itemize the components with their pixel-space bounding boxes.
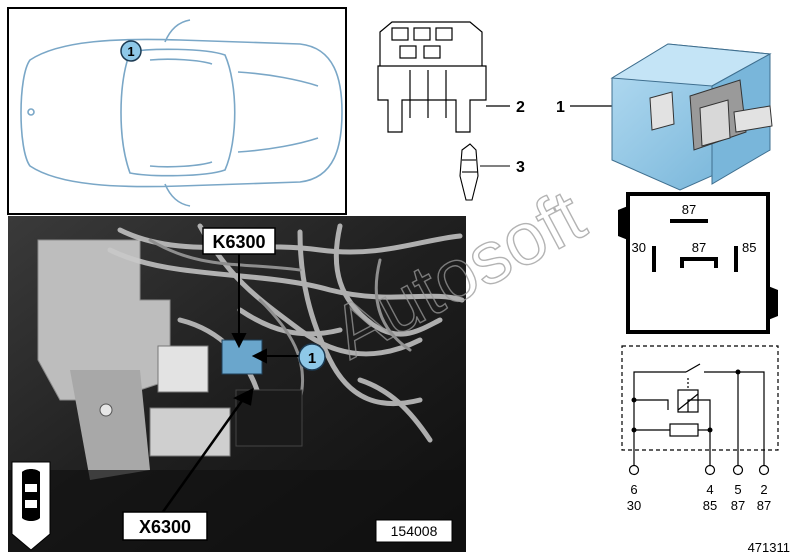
part-1-number: 1 xyxy=(556,99,565,116)
pin-layout-tab-left xyxy=(618,206,628,240)
pin-layout-tab-right xyxy=(768,286,778,320)
vehicle-orientation-icon xyxy=(11,461,51,551)
schematic-pin-number: 2 xyxy=(760,482,767,497)
car-location-view: 1 xyxy=(7,7,347,215)
pin-label-center: 87 xyxy=(692,240,706,255)
schematic-pin-number: 4 xyxy=(706,482,713,497)
pin-label-left: 30 xyxy=(632,240,646,255)
schematic-frame xyxy=(621,345,779,451)
part-2-number: 2 xyxy=(516,99,525,116)
relay-socket-drawing xyxy=(377,21,510,133)
white-relay-photo xyxy=(157,345,209,393)
pin-label-right: 85 xyxy=(742,240,756,255)
pin-label-top: 87 xyxy=(682,202,696,217)
mount-plate xyxy=(70,370,150,480)
pin-blades xyxy=(652,219,738,272)
relay-leader-lines xyxy=(231,254,299,364)
callout-1-label: 1 xyxy=(127,44,134,59)
terminal-pin-drawing xyxy=(459,143,510,201)
relay-label: K6300 xyxy=(212,232,265,252)
connector-label: X6300 xyxy=(139,517,191,537)
wiring-harness-dark xyxy=(148,238,412,402)
connector-label-box xyxy=(122,511,208,541)
relay-pin-layout: 87 30 87 85 xyxy=(618,192,778,334)
white-connector-photo xyxy=(149,407,231,457)
car-view-frame xyxy=(7,7,347,215)
schematic-pin-number: 5 xyxy=(734,482,741,497)
car-view-callout: 1 xyxy=(120,40,142,62)
schematic-pin-terminal: 87 xyxy=(757,498,771,513)
schematic-pin-labels: 6 30 4 85 5 87 2 87 xyxy=(627,482,771,513)
photo-callout-label: 1 xyxy=(308,350,316,367)
installation-photo: K6300 1 X6300 154008 xyxy=(8,216,466,552)
schematic-pin-terminal: 87 xyxy=(731,498,745,513)
photo-callout: 1 xyxy=(298,343,326,371)
connector-leader-line xyxy=(158,387,254,517)
schematic-pin-number: 6 xyxy=(630,482,637,497)
car-outline xyxy=(20,19,343,207)
circuit-schematic xyxy=(621,345,779,476)
part-3-number: 3 xyxy=(516,159,525,176)
schematic-pin-terminal: 85 xyxy=(703,498,717,513)
pin-layout-frame xyxy=(626,192,770,334)
photo-number-box xyxy=(375,519,453,543)
mount-bolt xyxy=(99,403,113,417)
relay-drawing xyxy=(610,43,773,191)
schematic-pin-terminal: 30 xyxy=(627,498,641,513)
diagram-id: 471311 xyxy=(748,540,790,555)
photo-number: 154008 xyxy=(391,523,438,539)
